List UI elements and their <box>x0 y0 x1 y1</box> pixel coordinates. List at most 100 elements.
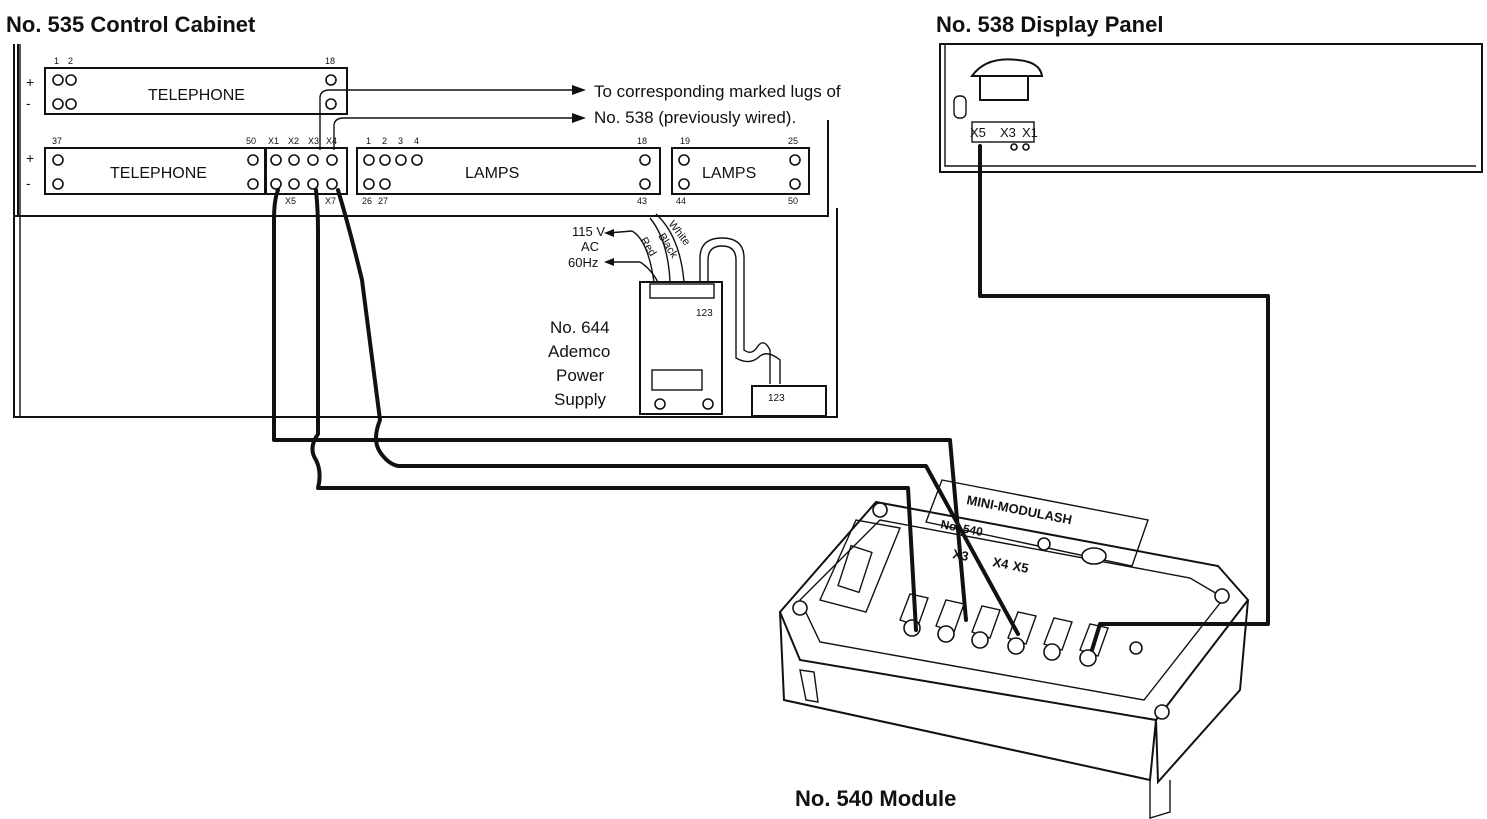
module-top-outline <box>778 500 1250 722</box>
cabinet-outline <box>13 44 838 418</box>
module-indicator <box>1037 537 1051 551</box>
module-front-edge <box>779 611 1157 782</box>
arrow-head <box>604 258 614 266</box>
screw <box>325 98 337 110</box>
display-lamp-dome <box>970 58 1044 77</box>
num-r19: 19 <box>680 136 690 146</box>
lamps-strip-right-body <box>671 147 810 195</box>
screw <box>52 74 64 86</box>
power-frequency: 60Hz <box>568 255 598 270</box>
arrow-head <box>572 113 586 123</box>
telephone-strip-top-label: TELEPHONE <box>148 87 245 104</box>
screw <box>678 154 690 166</box>
terminal-x7-label: X7 <box>325 196 336 206</box>
power-name-4: Supply <box>554 390 606 409</box>
screw <box>52 178 64 190</box>
ground-screw <box>1129 641 1143 655</box>
power-supply-body <box>639 281 723 415</box>
screw <box>325 74 337 86</box>
display-lens <box>953 95 967 119</box>
loop-wire-outer <box>699 237 745 300</box>
lead-to-terminal-b-2 <box>735 300 781 384</box>
num-l43: 43 <box>637 196 647 206</box>
corner-screw <box>1154 704 1170 720</box>
screw <box>411 154 423 166</box>
plus-mark-top: + <box>26 74 34 90</box>
ac-wire-2 <box>639 261 659 283</box>
num-l1: 1 <box>366 136 371 146</box>
module-front-slot <box>799 669 819 703</box>
num-l18: 18 <box>637 136 647 146</box>
wire-x5-to-module <box>272 188 968 622</box>
telephone-strip-bottom: TELEPHONE + - 37 50 <box>26 136 266 195</box>
display-x1-label: X1 <box>1022 125 1038 140</box>
power-name-2: Ademco <box>548 342 610 361</box>
display-x3-label: X3 <box>1000 125 1016 140</box>
cabinet-title: No. 535 Control Cabinet <box>6 12 256 37</box>
num-l3: 3 <box>398 136 403 146</box>
wire-x4-to-module <box>336 188 1020 636</box>
module-inner-rim <box>799 519 1226 701</box>
fuse <box>837 544 873 594</box>
telephone-strip-bottom-label: TELEPHONE <box>110 165 207 182</box>
screw <box>639 178 651 190</box>
num-18: 18 <box>325 56 335 66</box>
screw <box>288 154 300 166</box>
note-line-1: To corresponding marked lugs of <box>594 82 841 101</box>
screw <box>247 154 259 166</box>
power-name-3: Power <box>556 366 605 385</box>
corner-screw <box>1214 588 1230 604</box>
lead-to-terminal-b-1 <box>743 300 771 384</box>
terminal-x2-label: X2 <box>288 136 299 146</box>
screw <box>363 154 375 166</box>
screw <box>270 154 282 166</box>
lamps-strip-right: LAMPS 19 25 44 50 <box>671 136 810 206</box>
display-panel-outline <box>939 43 1483 173</box>
module-terminals <box>899 593 1109 667</box>
module-side-edge <box>1155 599 1249 785</box>
display-x5-label: X5 <box>970 125 986 140</box>
screw <box>1010 143 1018 151</box>
terminal-strip-a <box>649 283 715 299</box>
num-2: 2 <box>68 56 73 66</box>
screw <box>1043 643 1061 661</box>
terminal-x3-label: X3 <box>308 136 319 146</box>
module: MINI-MODULASH No. 540 X3 X4 X5 <box>778 479 1250 819</box>
screw <box>52 154 64 166</box>
lamps-strip-left: LAMPS 1 2 3 4 18 26 27 43 <box>356 136 661 206</box>
screw <box>639 154 651 166</box>
power-ac: AC <box>581 239 599 254</box>
power-name-1: No. 644 <box>550 318 610 337</box>
screw <box>971 631 989 649</box>
wires <box>272 144 1270 652</box>
lamps-strip-left-body <box>356 147 661 195</box>
screw <box>937 625 955 643</box>
note-line-2: No. 538 (previously wired). <box>594 108 796 127</box>
screw <box>307 154 319 166</box>
wire-x3-to-module <box>310 188 918 632</box>
screw <box>1007 637 1025 655</box>
screw <box>379 178 391 190</box>
module-x4-label: X4 <box>991 554 1010 572</box>
display-title: No. 538 Display Panel <box>936 12 1163 37</box>
white-wire <box>655 213 685 283</box>
wire-display-x5-to-module <box>978 144 1270 652</box>
terminal-panel-frame <box>18 120 829 217</box>
power-supply-window <box>651 369 703 391</box>
telephone-strip-top: TELEPHONE + - 1 2 18 <box>26 56 348 115</box>
num-37: 37 <box>52 136 62 146</box>
lead-to-display-2 <box>333 117 576 150</box>
screw <box>65 74 77 86</box>
screw <box>326 154 338 166</box>
plus-mark-bottom: + <box>26 150 34 166</box>
telephone-strip-top-body <box>44 67 348 115</box>
screw <box>288 178 300 190</box>
arrow-head <box>604 229 614 237</box>
screw <box>363 178 375 190</box>
screw <box>247 178 259 190</box>
screw <box>395 154 407 166</box>
minus-mark-bottom: - <box>26 175 31 191</box>
screw <box>678 178 690 190</box>
module-title: No. 540 Module <box>795 786 956 811</box>
loop-wire-inner <box>707 245 737 300</box>
